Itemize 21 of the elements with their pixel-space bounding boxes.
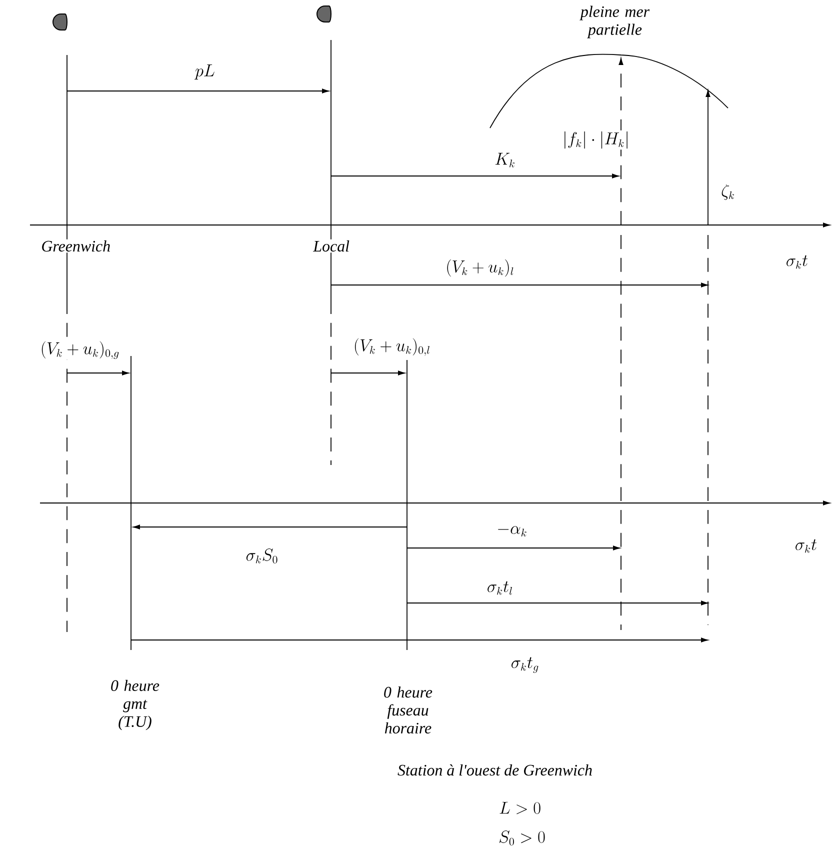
label: $pL$ [194, 63, 216, 81]
label: $S_0>0$ [498, 830, 546, 846]
label: Greenwich [40, 239, 112, 253]
label: $\sigma_k S_0$ [244, 548, 280, 564]
label: 0 heure fuseau horaire [376, 685, 440, 735]
label: $\sigma_k t_l$ [486, 580, 514, 596]
label: $(V_k+u_k)_l$ [444, 258, 516, 278]
label: $\sigma_k t$ [784, 254, 810, 270]
label: 0 heure gmt (T.U) [104, 678, 166, 732]
label: Station à l'ouest de Greenwich [396, 763, 594, 777]
label: $\zeta_k$ [720, 183, 736, 201]
label: $K_k$ [494, 152, 516, 168]
label: $-\alpha_k$ [496, 522, 528, 538]
label: $(V_k+u_k)_{0,l}$ [352, 337, 432, 357]
label: $|f_k|\cdot|H_k|$ [562, 130, 630, 150]
label: pleine mer partielle [569, 4, 661, 40]
label: $L>0$ [498, 800, 542, 816]
label: $\sigma_k t_g$ [510, 656, 540, 674]
label: $\sigma_k t$ [794, 538, 818, 554]
label: Local [312, 239, 350, 253]
label: $(V_k+u_k)_{0,g}$ [39, 340, 121, 360]
